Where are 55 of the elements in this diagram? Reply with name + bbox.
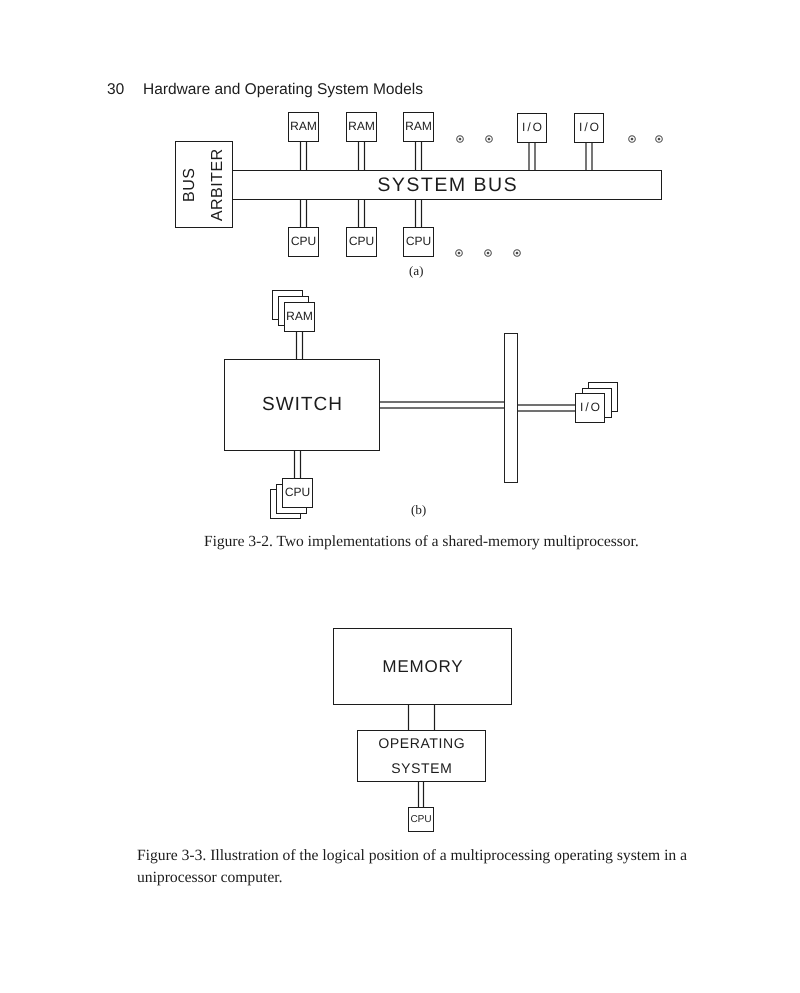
bus-connector	[300, 141, 308, 171]
io-module-box	[575, 393, 605, 423]
cpu-box	[403, 227, 434, 257]
bus-connector	[414, 199, 422, 228]
ram-module-box	[346, 112, 377, 142]
cpu-box	[408, 807, 434, 832]
ram-label: RAM	[405, 120, 432, 134]
bus-connector	[294, 450, 302, 479]
bus-connector	[585, 142, 593, 171]
bus-connector	[296, 331, 304, 360]
switch-box	[224, 359, 380, 451]
system-bus-bar	[232, 170, 662, 200]
cpu-label: CPU	[410, 814, 432, 826]
ram-label: RAM	[290, 120, 317, 134]
cpu-box	[282, 478, 313, 508]
cpu-label: CPU	[348, 235, 374, 249]
cpu-box	[346, 227, 377, 257]
ram-label: RAM	[286, 310, 313, 324]
ram-module-box	[288, 112, 319, 142]
bus-connector	[528, 142, 536, 171]
panel-label: (b)	[411, 502, 426, 518]
figure-caption: Figure 3-3. Illustration of the logical position of a multiprocessing operating system in a uniprocessor computer.	[137, 846, 688, 888]
bus-connector	[517, 404, 576, 412]
bus-connector	[379, 401, 505, 409]
cpu-label: CPU	[406, 235, 432, 249]
system-bus-label: SYSTEM BUS	[376, 174, 518, 196]
bus-arbiter-box	[175, 141, 233, 228]
bus-connector	[418, 781, 424, 808]
bus-connector	[358, 141, 366, 171]
io-label: I/O	[578, 121, 601, 135]
cpu-box	[288, 227, 319, 257]
bus-connector	[300, 199, 308, 228]
operating-system-label: OPERATING SYSTEM	[377, 734, 466, 778]
page-number: 30	[107, 81, 124, 100]
ram-label: RAM	[348, 120, 375, 134]
cpu-label: CPU	[290, 235, 316, 249]
bus-arbiter-label: BUS ARBITER	[180, 146, 227, 223]
io-module-box	[574, 113, 604, 143]
panel-label: (a)	[409, 263, 424, 279]
running-head: Hardware and Operating System Models	[143, 81, 423, 100]
figure-caption: Figure 3-2. Two implementations of a shared-memory multiprocessor.	[204, 533, 640, 552]
memory-label: MEMORY	[382, 656, 464, 676]
cpu-label: CPU	[284, 486, 310, 500]
bus-connector	[358, 199, 366, 228]
memory-box	[333, 628, 512, 705]
ram-module-box	[403, 112, 434, 142]
bus-connector	[408, 704, 436, 731]
switch-label: SWITCH	[261, 394, 343, 416]
io-module-box	[517, 113, 547, 143]
bus-connector	[414, 141, 422, 171]
operating-system-box	[357, 730, 486, 782]
vertical-bus-bar	[504, 333, 518, 483]
io-label: I/O	[578, 401, 602, 415]
io-label: I/O	[520, 121, 544, 135]
ram-module-box	[284, 302, 315, 332]
